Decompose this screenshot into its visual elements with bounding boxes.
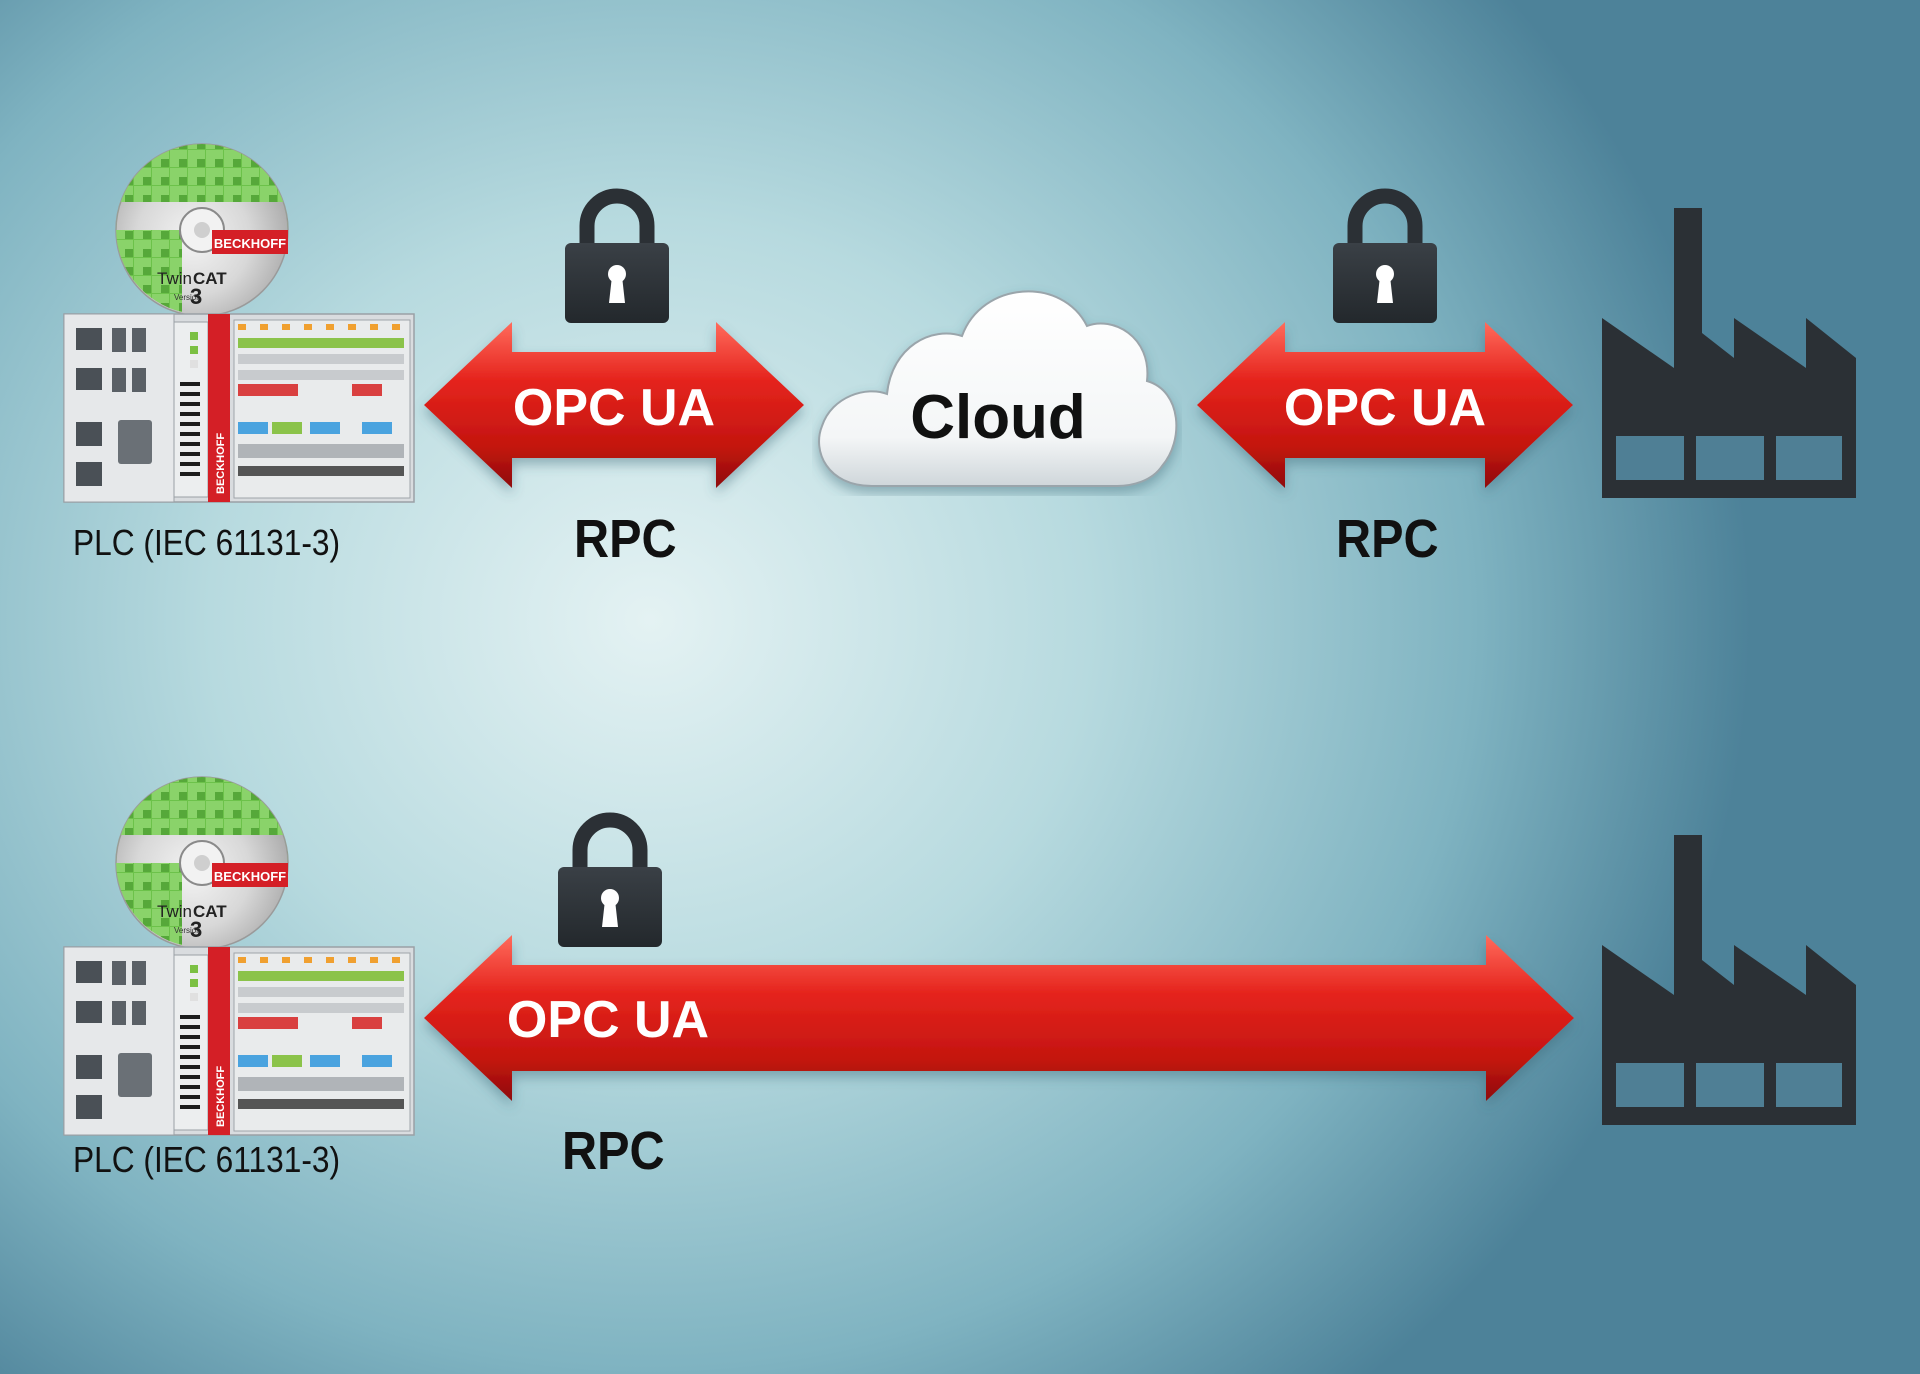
disc-product-suffix: CAT <box>193 269 227 288</box>
opc-ua-arrow-long: OPC UA <box>424 935 1574 1106</box>
disc-product-prefix: Twin <box>157 902 192 921</box>
plc-device: BECKHOFF Twin CAT Version 3 <box>62 765 422 1145</box>
plc-label: PLC (IEC 61131-3) <box>73 522 341 563</box>
opc-ua-label: OPC UA <box>513 379 715 437</box>
opc-ua-label: OPC UA <box>507 991 709 1049</box>
twincat-disc: BECKHOFF Twin CAT Version 3 <box>115 776 289 950</box>
disc-brand-bar <box>212 863 288 887</box>
lock-icon <box>565 188 670 328</box>
opc-ua-arrow-right: OPC UA <box>1197 322 1573 493</box>
lock-icon <box>1333 188 1438 328</box>
controller-brand: BECKHOFF <box>215 1066 227 1127</box>
factory-icon <box>1602 208 1856 503</box>
plc-device: BECKHOFF Twin CAT Version 3 <box>62 132 422 512</box>
factory-icon <box>1602 835 1856 1130</box>
controller-brand-strip <box>208 314 230 502</box>
controller-brand: BECKHOFF <box>215 433 227 494</box>
rpc-label: RPC <box>562 1121 665 1181</box>
disc-version-word: Version <box>174 926 201 935</box>
disc-brand: BECKHOFF <box>214 869 286 884</box>
opc-ua-label: OPC UA <box>1284 379 1486 437</box>
disc-product-suffix: CAT <box>193 902 227 921</box>
disc-product-prefix: Twin <box>157 269 192 288</box>
disc-brand-bar <box>212 230 288 254</box>
plc-controller: BECKHOFF <box>63 313 415 503</box>
opc-ua-arrow-left: OPC UA <box>424 322 804 493</box>
plc-label: PLC (IEC 61131-3) <box>73 1139 341 1180</box>
cloud-label: Cloud <box>910 383 1086 452</box>
cloud-shape: Cloud <box>812 266 1182 501</box>
rpc-label: RPC <box>1336 509 1439 569</box>
disc-version-number: 3 <box>190 284 202 309</box>
lock-icon <box>558 812 663 952</box>
controller-brand-strip <box>208 947 230 1135</box>
twincat-disc: BECKHOFF Twin CAT Version 3 <box>115 143 289 317</box>
disc-brand: BECKHOFF <box>214 236 286 251</box>
plc-controller: BECKHOFF <box>63 946 415 1136</box>
disc-version-word: Version <box>174 293 201 302</box>
rpc-label: RPC <box>574 509 677 569</box>
disc-version-number: 3 <box>190 917 202 942</box>
